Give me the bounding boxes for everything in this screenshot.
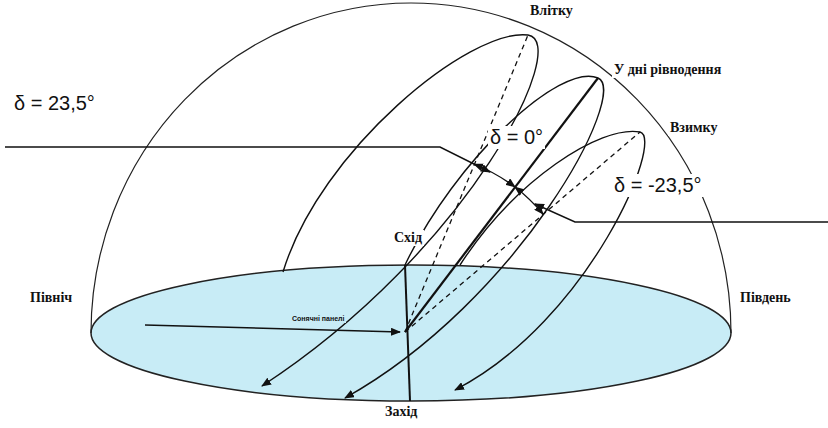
- leader-line: [5, 147, 490, 172]
- equinox-sun-path: [345, 76, 604, 398]
- declination-label: δ = -23,5°: [612, 174, 704, 197]
- season-label: Влітку: [528, 3, 575, 19]
- compass-label: Південь: [738, 290, 793, 306]
- season-label: У дні рівнодення: [612, 62, 723, 78]
- solar-panel-label: Сонячні панелі: [290, 315, 346, 323]
- compass-label: Схід: [392, 230, 424, 246]
- declination-label: δ = 23,5°: [12, 92, 97, 115]
- summer-noon-ray: [405, 35, 528, 332]
- angle-arc: [515, 187, 543, 214]
- winter-noon-ray: [405, 132, 640, 332]
- east-west-line: [405, 265, 410, 401]
- leader-line: [145, 325, 400, 332]
- sky-dome: [91, 3, 731, 333]
- declination-label: δ = 0°: [488, 126, 545, 149]
- compass-label: Захід: [383, 404, 419, 420]
- leader-line: [535, 204, 828, 222]
- winter-sun-path: [455, 131, 645, 390]
- equinox-noon-ray: [405, 78, 598, 332]
- season-label: Взимку: [668, 120, 719, 136]
- compass-label: Північ: [28, 290, 74, 306]
- horizon-plane: [91, 265, 731, 401]
